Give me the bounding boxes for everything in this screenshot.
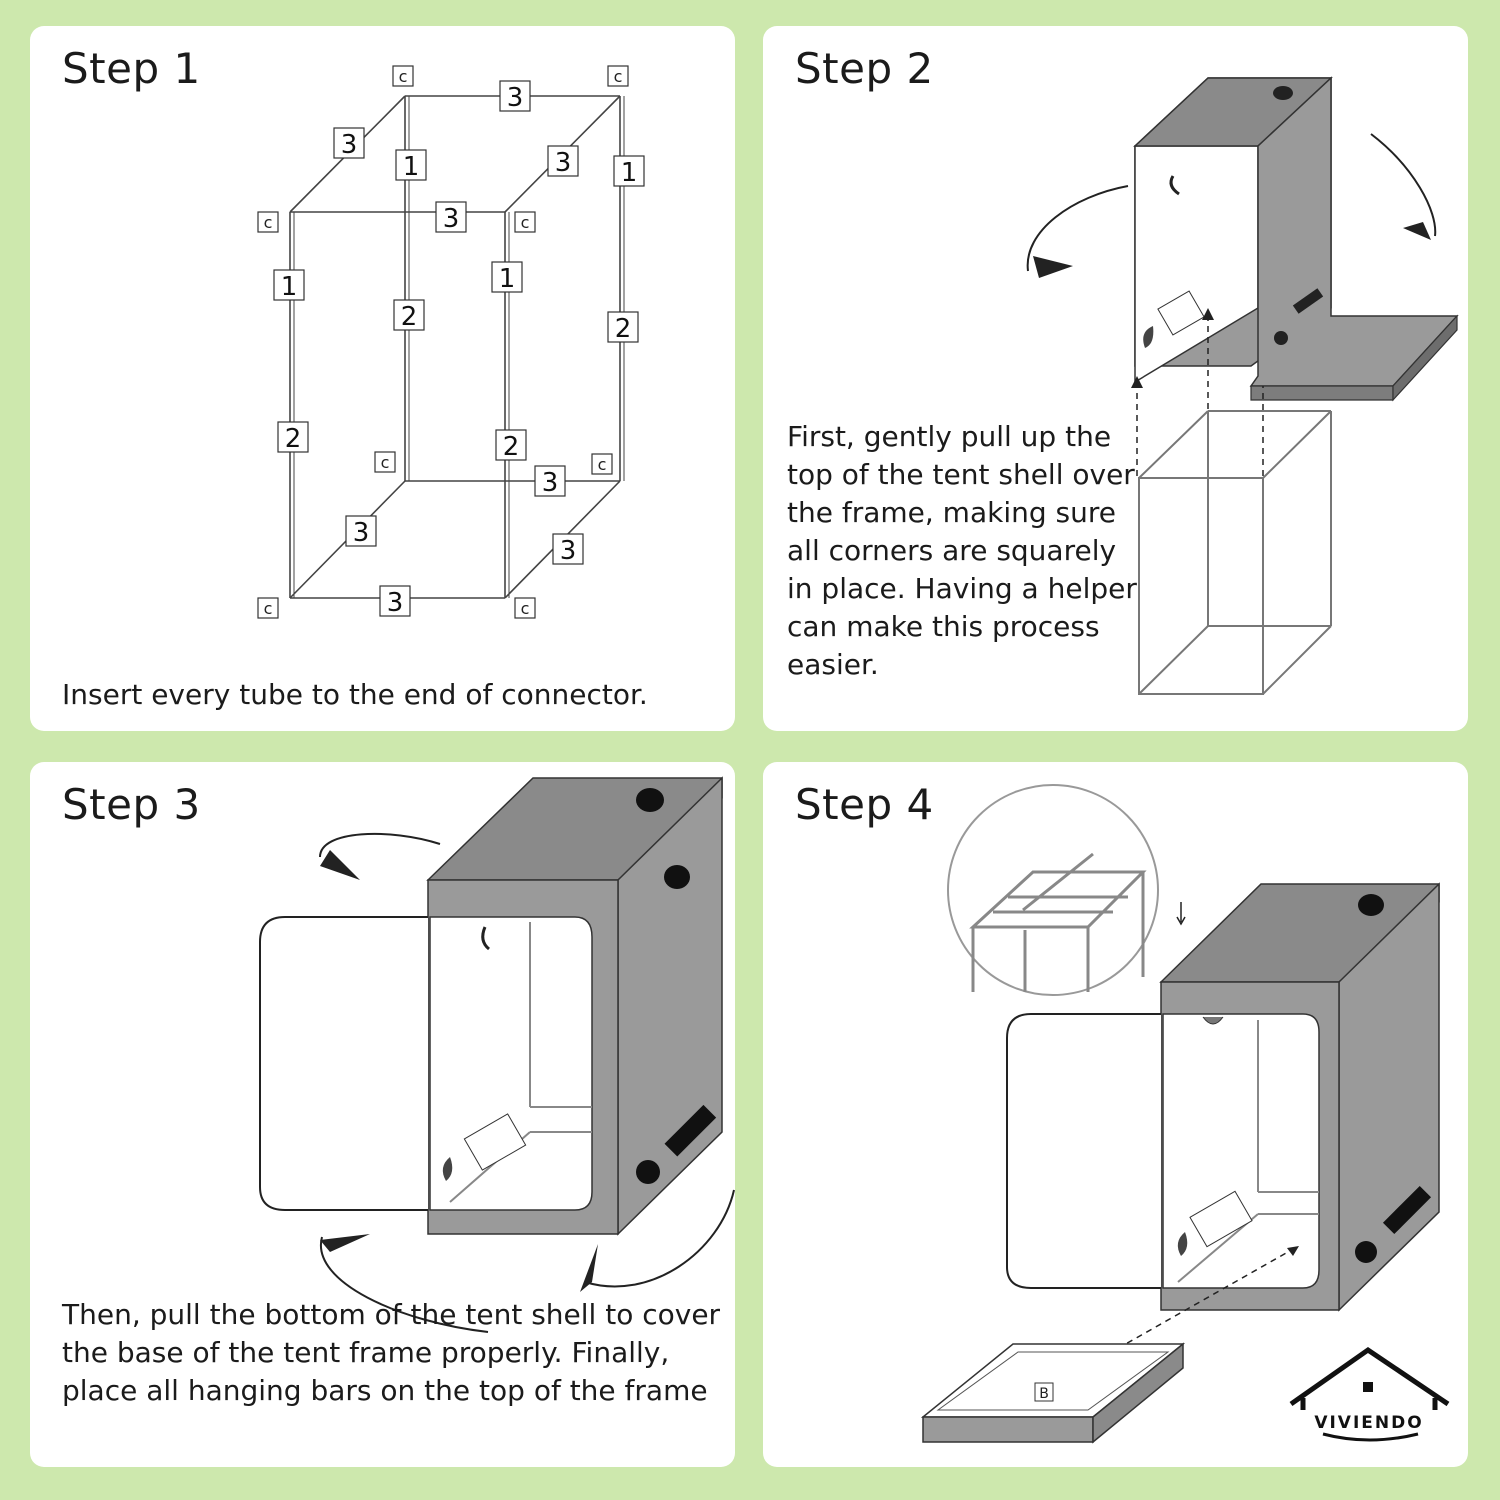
tube-label-1: 1	[403, 152, 420, 182]
step-1-text: Insert every tube to the end of connecto…	[62, 678, 648, 711]
step-2-panel: Step 2	[763, 26, 1468, 731]
tube-label-3: 3	[542, 468, 559, 498]
connector-label: c	[614, 67, 623, 86]
tent-cover-diagram	[259, 776, 735, 1333]
tube-label-3: 3	[555, 148, 572, 178]
tube-label-2: 2	[401, 302, 418, 332]
base-label: B	[1039, 1386, 1049, 1402]
connector-label: c	[264, 599, 273, 618]
connector-label: c	[521, 213, 530, 232]
tube-label-3: 3	[387, 588, 404, 618]
tent-shell-diagram	[1026, 76, 1459, 695]
tube-label-2: 2	[615, 314, 632, 344]
tube-label-1: 1	[281, 272, 298, 302]
tube-label-1: 1	[621, 158, 638, 188]
connector-label: c	[399, 67, 408, 86]
tube-label-3: 3	[560, 536, 577, 566]
connector-label: c	[598, 455, 607, 474]
step-4-title: Step 4	[795, 780, 934, 829]
tube-label-1: 1	[499, 264, 516, 294]
connector-labels	[257, 65, 629, 619]
step-4-panel: Step 4	[763, 762, 1468, 1467]
connector-label: c	[264, 213, 273, 232]
step-3-panel: Step 3 Then, pull the bo	[30, 762, 735, 1467]
step-2-title: Step 2	[795, 44, 934, 93]
brand-name: VIVIENDO	[1314, 1413, 1423, 1433]
tube-label-3: 3	[353, 518, 370, 548]
viviendo-logo: VIVIENDO	[1289, 1346, 1450, 1442]
step-1-title: Step 1	[62, 44, 201, 93]
tube-label-2: 2	[503, 432, 520, 462]
hanging-bars-diagram: B VIVIENDO	[920, 784, 1450, 1444]
frame-diagram: c c c c c c c c	[257, 65, 645, 619]
step-3-title: Step 3	[62, 780, 201, 829]
step-3-text: Then, pull the bottom of the tent shell …	[62, 1298, 721, 1407]
step-2-text: First, gently pull up the top of the ten…	[787, 420, 1137, 681]
tube-label-2: 2	[285, 424, 302, 454]
tube-label-3: 3	[341, 130, 358, 160]
tube-label-3: 3	[507, 83, 524, 113]
connector-label: c	[521, 599, 530, 618]
tube-label-3: 3	[443, 204, 460, 234]
connector-label: c	[381, 453, 390, 472]
detail-magnifier	[947, 784, 1159, 996]
step-1-panel: Step 1	[30, 26, 735, 731]
